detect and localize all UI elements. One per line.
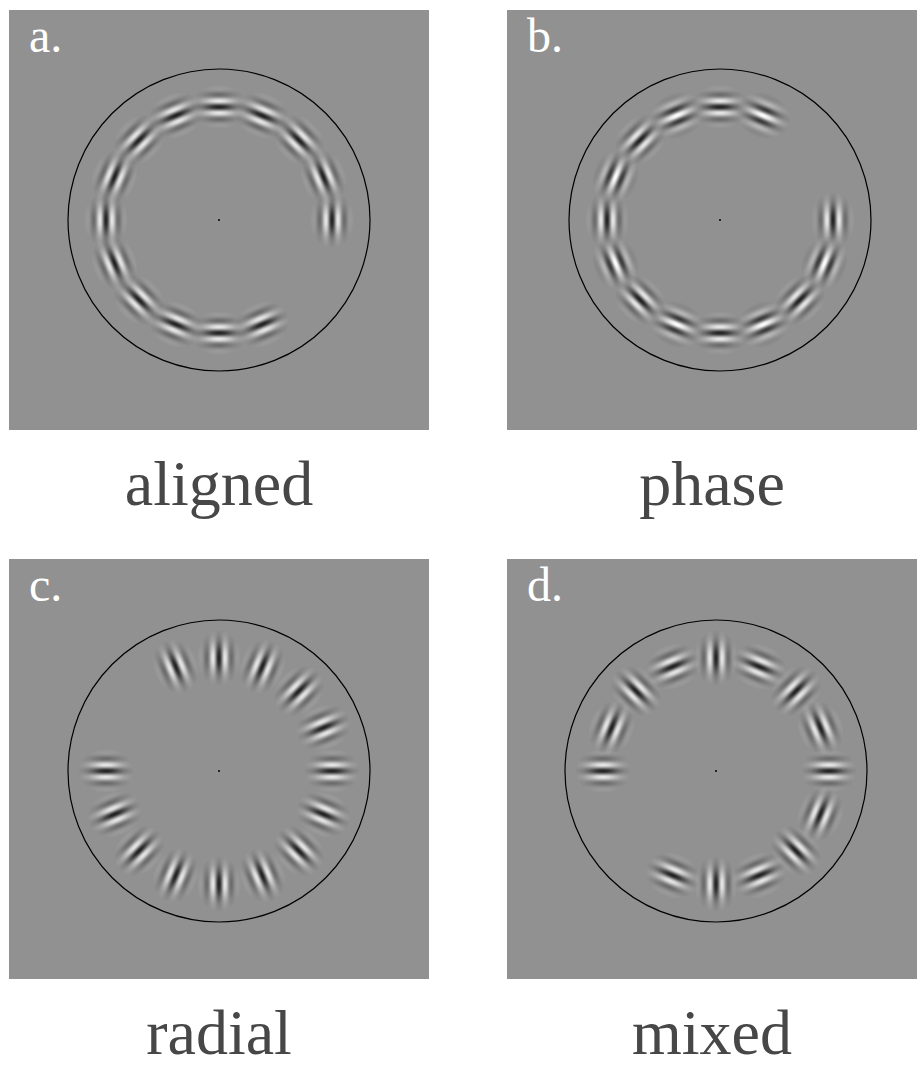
panel-letter: d.: [527, 561, 563, 609]
stimulus-panel: c.radial: [9, 559, 429, 979]
gabor-patch: [643, 85, 710, 146]
gabor-ring: [507, 559, 917, 979]
gabor-ring: [9, 559, 429, 979]
gabor-patch: [142, 85, 209, 146]
panel-letter: a.: [29, 12, 62, 60]
gabor-patch: [639, 845, 706, 906]
gabor-patch: [802, 749, 856, 793]
gabor-patch: [197, 631, 241, 685]
panel-letter: c.: [29, 561, 62, 609]
gabor-ring: [9, 10, 429, 430]
boundary-circle: [569, 69, 871, 371]
boundary-circle: [68, 69, 370, 371]
condition-caption: radial: [9, 1001, 429, 1065]
stimulus-panel: d.mixed: [507, 559, 917, 979]
gabor-patch: [232, 842, 293, 909]
gabor-patch: [81, 784, 148, 845]
gabor-patch: [79, 749, 133, 793]
fixation-dot: [719, 219, 721, 221]
gabor-patch: [694, 857, 738, 911]
condition-caption: phase: [507, 452, 917, 516]
fixation-dot: [715, 770, 717, 772]
gabor-patch: [576, 749, 630, 793]
gabor-ring: [507, 10, 917, 430]
gabor-patch: [305, 749, 359, 793]
panel-letter: b.: [527, 12, 563, 60]
condition-caption: mixed: [507, 1001, 917, 1065]
stimulus-panel: b.phase: [507, 10, 917, 430]
fixation-dot: [218, 770, 220, 772]
fixation-dot: [218, 219, 220, 221]
condition-caption: aligned: [9, 452, 429, 516]
gabor-patch: [145, 633, 206, 700]
gabor-patch: [639, 636, 706, 697]
gabor-patch: [290, 697, 357, 758]
boundary-circle: [565, 620, 867, 922]
gabor-patch: [730, 85, 797, 146]
gabor-patch: [694, 631, 738, 685]
gabor-patch: [197, 857, 241, 911]
boundary-circle: [68, 620, 370, 922]
stimulus-panel: a.aligned: [9, 10, 429, 430]
gabor-patch: [310, 193, 354, 247]
